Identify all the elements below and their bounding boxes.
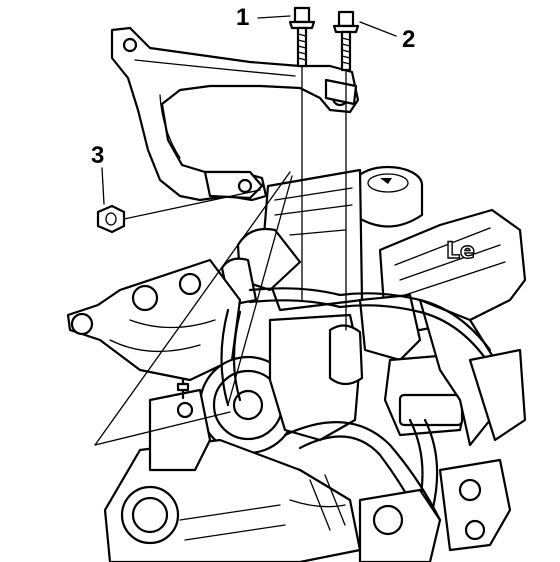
bolt-2-icon bbox=[332, 10, 360, 72]
engine-badge-text: Le bbox=[446, 239, 475, 264]
callout-label-2: 2 bbox=[402, 26, 416, 53]
bolt-1-icon bbox=[288, 6, 316, 68]
support-bracket bbox=[110, 26, 360, 202]
nut-3-icon bbox=[96, 204, 126, 234]
callout-label-1: 1 bbox=[236, 4, 250, 31]
callout-label-3: 3 bbox=[91, 142, 105, 169]
leader-lines bbox=[94, 15, 397, 446]
engine-assembly: Le bbox=[66, 165, 527, 562]
